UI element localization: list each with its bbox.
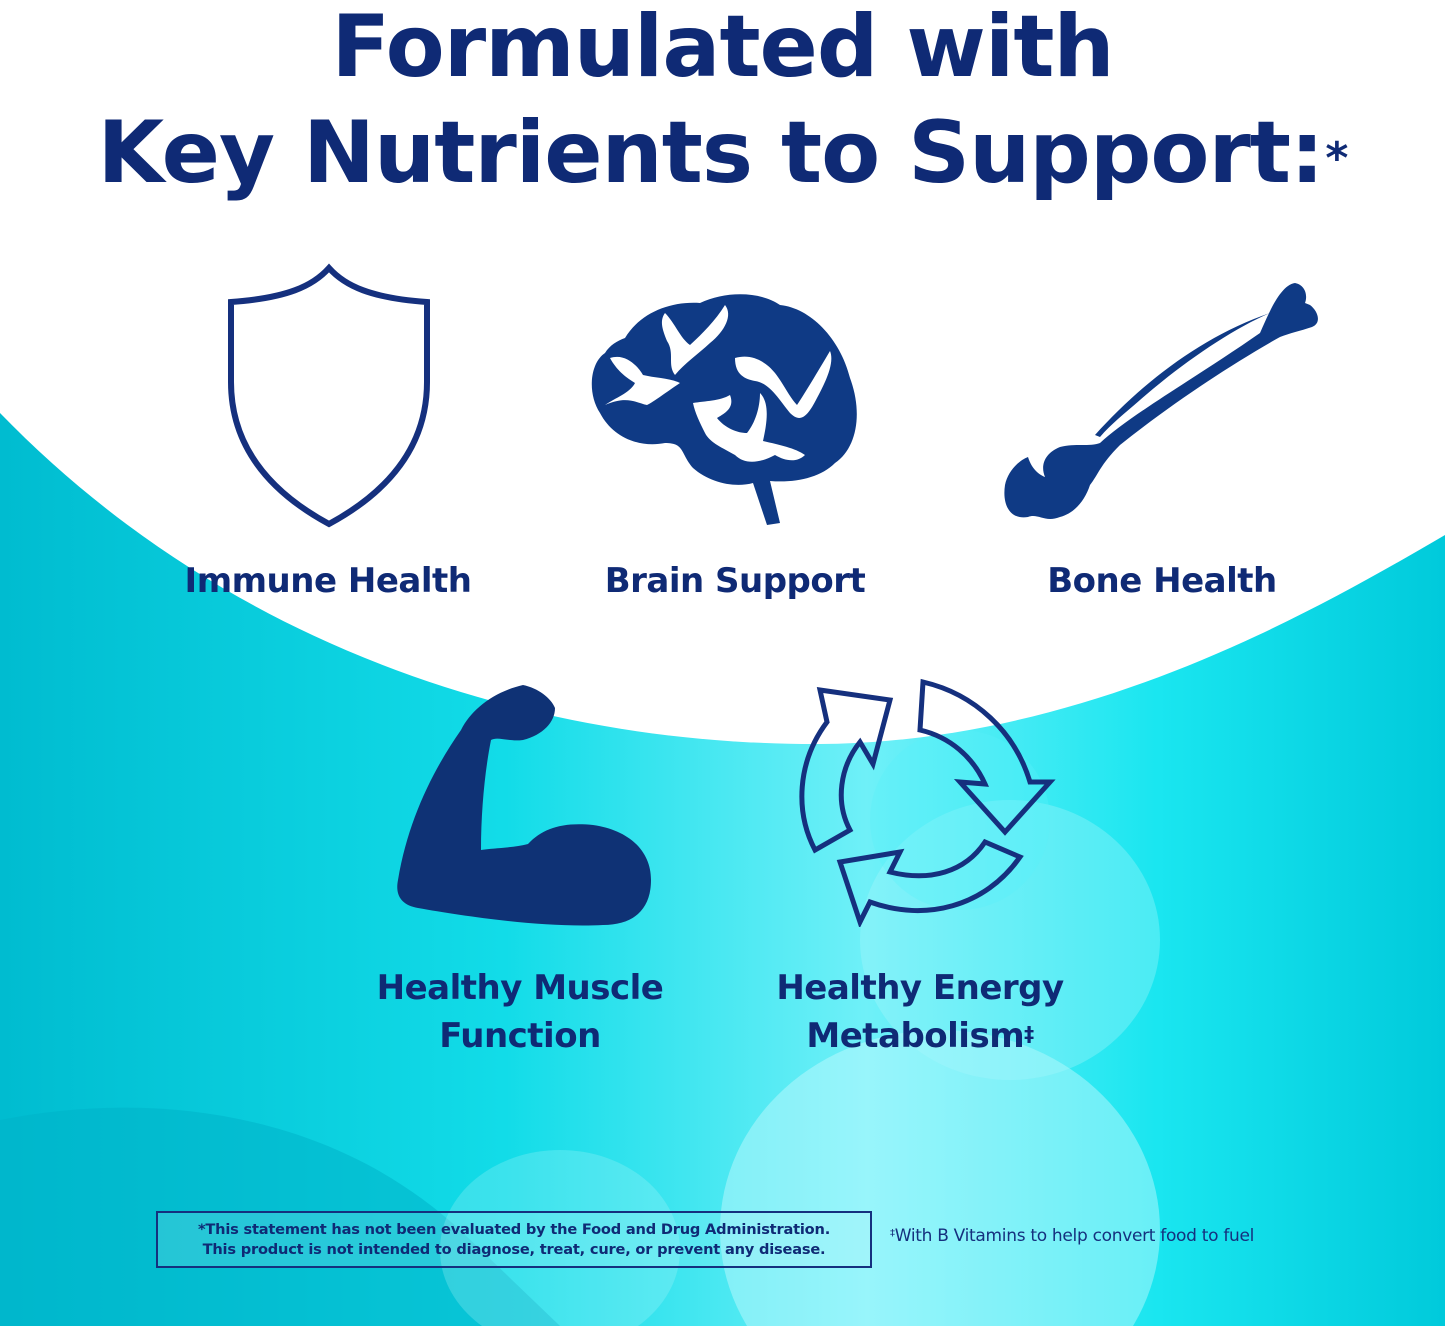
bone-icon bbox=[1004, 283, 1318, 519]
title-line-2: Key Nutrients to Support:* bbox=[97, 103, 1349, 203]
brain-icon bbox=[591, 294, 857, 525]
title-asterisk: * bbox=[1325, 133, 1348, 184]
title-line-1: Formulated with bbox=[331, 0, 1114, 97]
footnote-text: With B Vitamins to help convert food to … bbox=[894, 1226, 1255, 1246]
fda-disclaimer-box: *This statement has not been evaluated b… bbox=[156, 1211, 872, 1268]
flexed-arm-icon bbox=[397, 685, 651, 926]
recycle-arrows-icon bbox=[799, 678, 1056, 927]
double-dagger-marker: ‡ bbox=[1024, 1022, 1034, 1046]
benefit-label-energy: Healthy Energy Metabolism‡ bbox=[740, 964, 1100, 1060]
benefit-label-muscle-line2: Function bbox=[439, 1016, 601, 1056]
benefit-label-muscle: Healthy Muscle Function bbox=[340, 964, 700, 1060]
footnote-marker: ‡ bbox=[890, 1228, 895, 1239]
page-title: Formulated with Key Nutrients to Support… bbox=[0, 0, 1445, 206]
disclaimer-line-1: *This statement has not been evaluated b… bbox=[197, 1221, 831, 1238]
benefit-label-brain-support: Brain Support bbox=[604, 561, 866, 601]
shield-icon bbox=[228, 263, 430, 528]
benefit-label-energy-line2: Metabolism‡ bbox=[806, 1016, 1034, 1056]
benefit-label-bone-health: Bone Health bbox=[1047, 561, 1277, 601]
benefit-label-muscle-line1: Healthy Muscle bbox=[376, 968, 664, 1008]
disclaimer-line-2: This product is not intended to diagnose… bbox=[202, 1241, 826, 1258]
b-vitamins-footnote: ‡With B Vitamins to help convert food to… bbox=[890, 1226, 1254, 1246]
benefit-label-energy-line1: Healthy Energy bbox=[776, 968, 1064, 1008]
benefit-label-immune-health: Immune Health bbox=[184, 561, 472, 601]
